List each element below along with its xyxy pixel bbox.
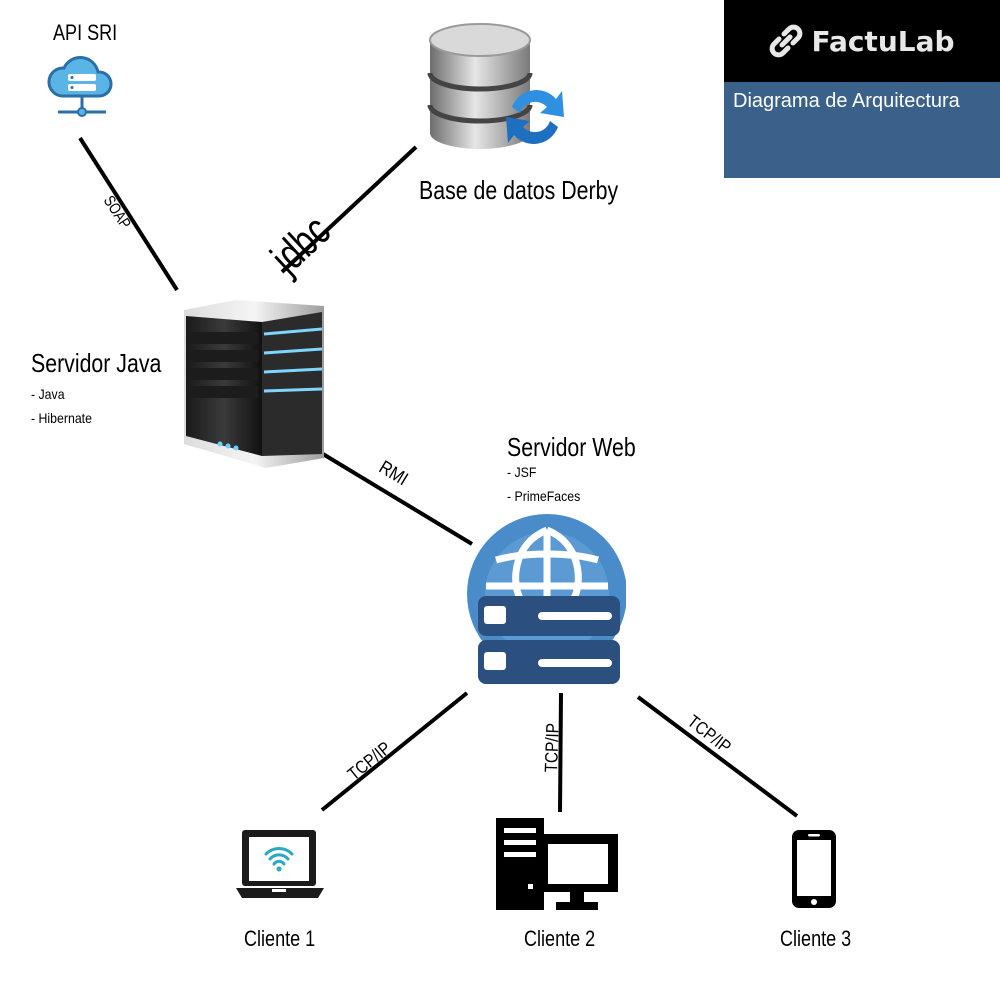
- tcp1-line: [320, 691, 469, 812]
- tcp2-connection-label: TCP/IP: [541, 722, 563, 773]
- client2-label: Cliente 2: [524, 926, 596, 951]
- tcp3-line: [636, 695, 799, 818]
- api-sri-label: API SRI: [53, 20, 118, 45]
- brand-panel: FactuLab Diagrama de Arquitectura: [724, 0, 1000, 178]
- java-server-detail: - Java: [31, 386, 65, 402]
- tcp2-line: [558, 692, 563, 813]
- desktop-computer-icon: [496, 818, 618, 910]
- chain-link-icon: [770, 24, 803, 58]
- diagram-subtitle: Diagrama de Arquitectura: [733, 90, 960, 112]
- rmi-line: [316, 449, 474, 546]
- client1-label: Cliente 1: [244, 926, 316, 951]
- java-server-label: Servidor Java: [31, 348, 162, 378]
- client3-label: Cliente 3: [780, 926, 852, 951]
- smartphone-icon: [792, 830, 836, 908]
- brand-header: FactuLab: [724, 0, 1000, 82]
- web-server-label: Servidor Web: [507, 432, 636, 462]
- brand-name: FactuLab: [811, 24, 955, 58]
- java-server-detail: - Hibernate: [31, 410, 92, 426]
- soap-line: [78, 136, 179, 292]
- cloud-server-icon: [47, 56, 113, 117]
- web-server-detail: - JSF: [507, 464, 537, 480]
- jdbc-line: [280, 145, 418, 274]
- database-sync-icon: [427, 23, 564, 149]
- laptop-wifi-icon: [236, 830, 324, 898]
- web-server-detail: - PrimeFaces: [507, 488, 581, 504]
- database-label: Base de datos Derby: [419, 175, 619, 205]
- globe-server-icon: [467, 514, 626, 684]
- server-tower-icon: [184, 300, 324, 468]
